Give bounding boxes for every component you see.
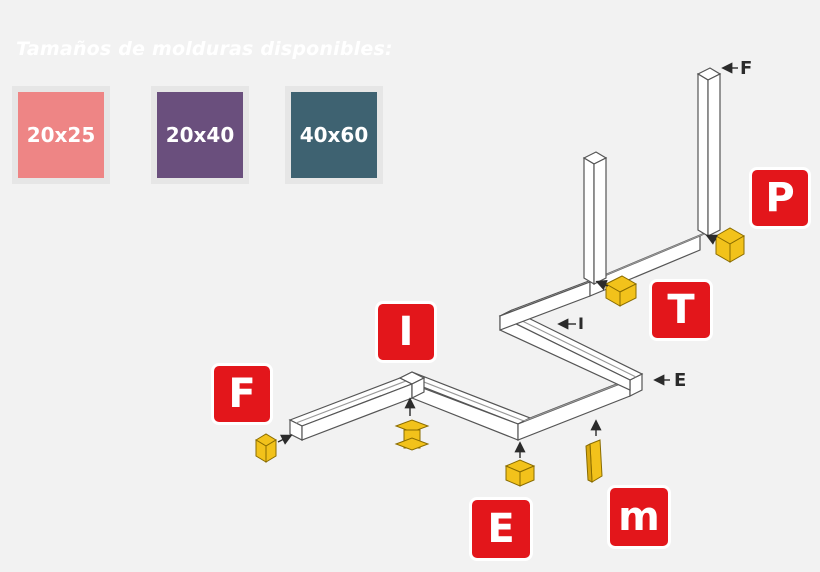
tag-T[interactable]: T [652, 282, 710, 338]
callout-label-E: E [674, 370, 687, 391]
tag-P[interactable]: P [752, 170, 808, 226]
size-label: 40x60 [299, 123, 369, 147]
fitting-joint-m [585, 439, 603, 483]
tag-E[interactable]: E [472, 500, 530, 558]
size-swatch-20x40[interactable]: 20x40 [151, 86, 249, 184]
tag-m[interactable]: m [610, 488, 668, 546]
page-title: Tamaños de molduras disponibles: [16, 38, 393, 60]
fitting-tee-T [604, 275, 638, 307]
tag-I[interactable]: I [378, 304, 434, 360]
rail-vertical-left [582, 151, 608, 286]
size-swatch-40x60[interactable]: 40x60 [285, 86, 383, 184]
size-swatch-20x25[interactable]: 20x25 [12, 86, 110, 184]
rail-vertical-right [696, 67, 722, 238]
fitting-end-cap-F [255, 433, 277, 463]
size-label: 20x25 [26, 123, 96, 147]
fitting-corner-E [504, 459, 536, 487]
callout-label-I: I [578, 314, 584, 333]
rail-bottom-right [517, 373, 643, 441]
callout-arrows [277, 62, 738, 458]
rail-left [288, 377, 414, 441]
size-label: 20x40 [165, 123, 235, 147]
tag-F[interactable]: F [214, 366, 270, 422]
rail-back [499, 275, 603, 331]
fitting-tee-I [394, 419, 430, 451]
callout-label-top-F: F [740, 58, 753, 79]
junction-block [398, 371, 426, 399]
fitting-corner-P [714, 227, 746, 263]
